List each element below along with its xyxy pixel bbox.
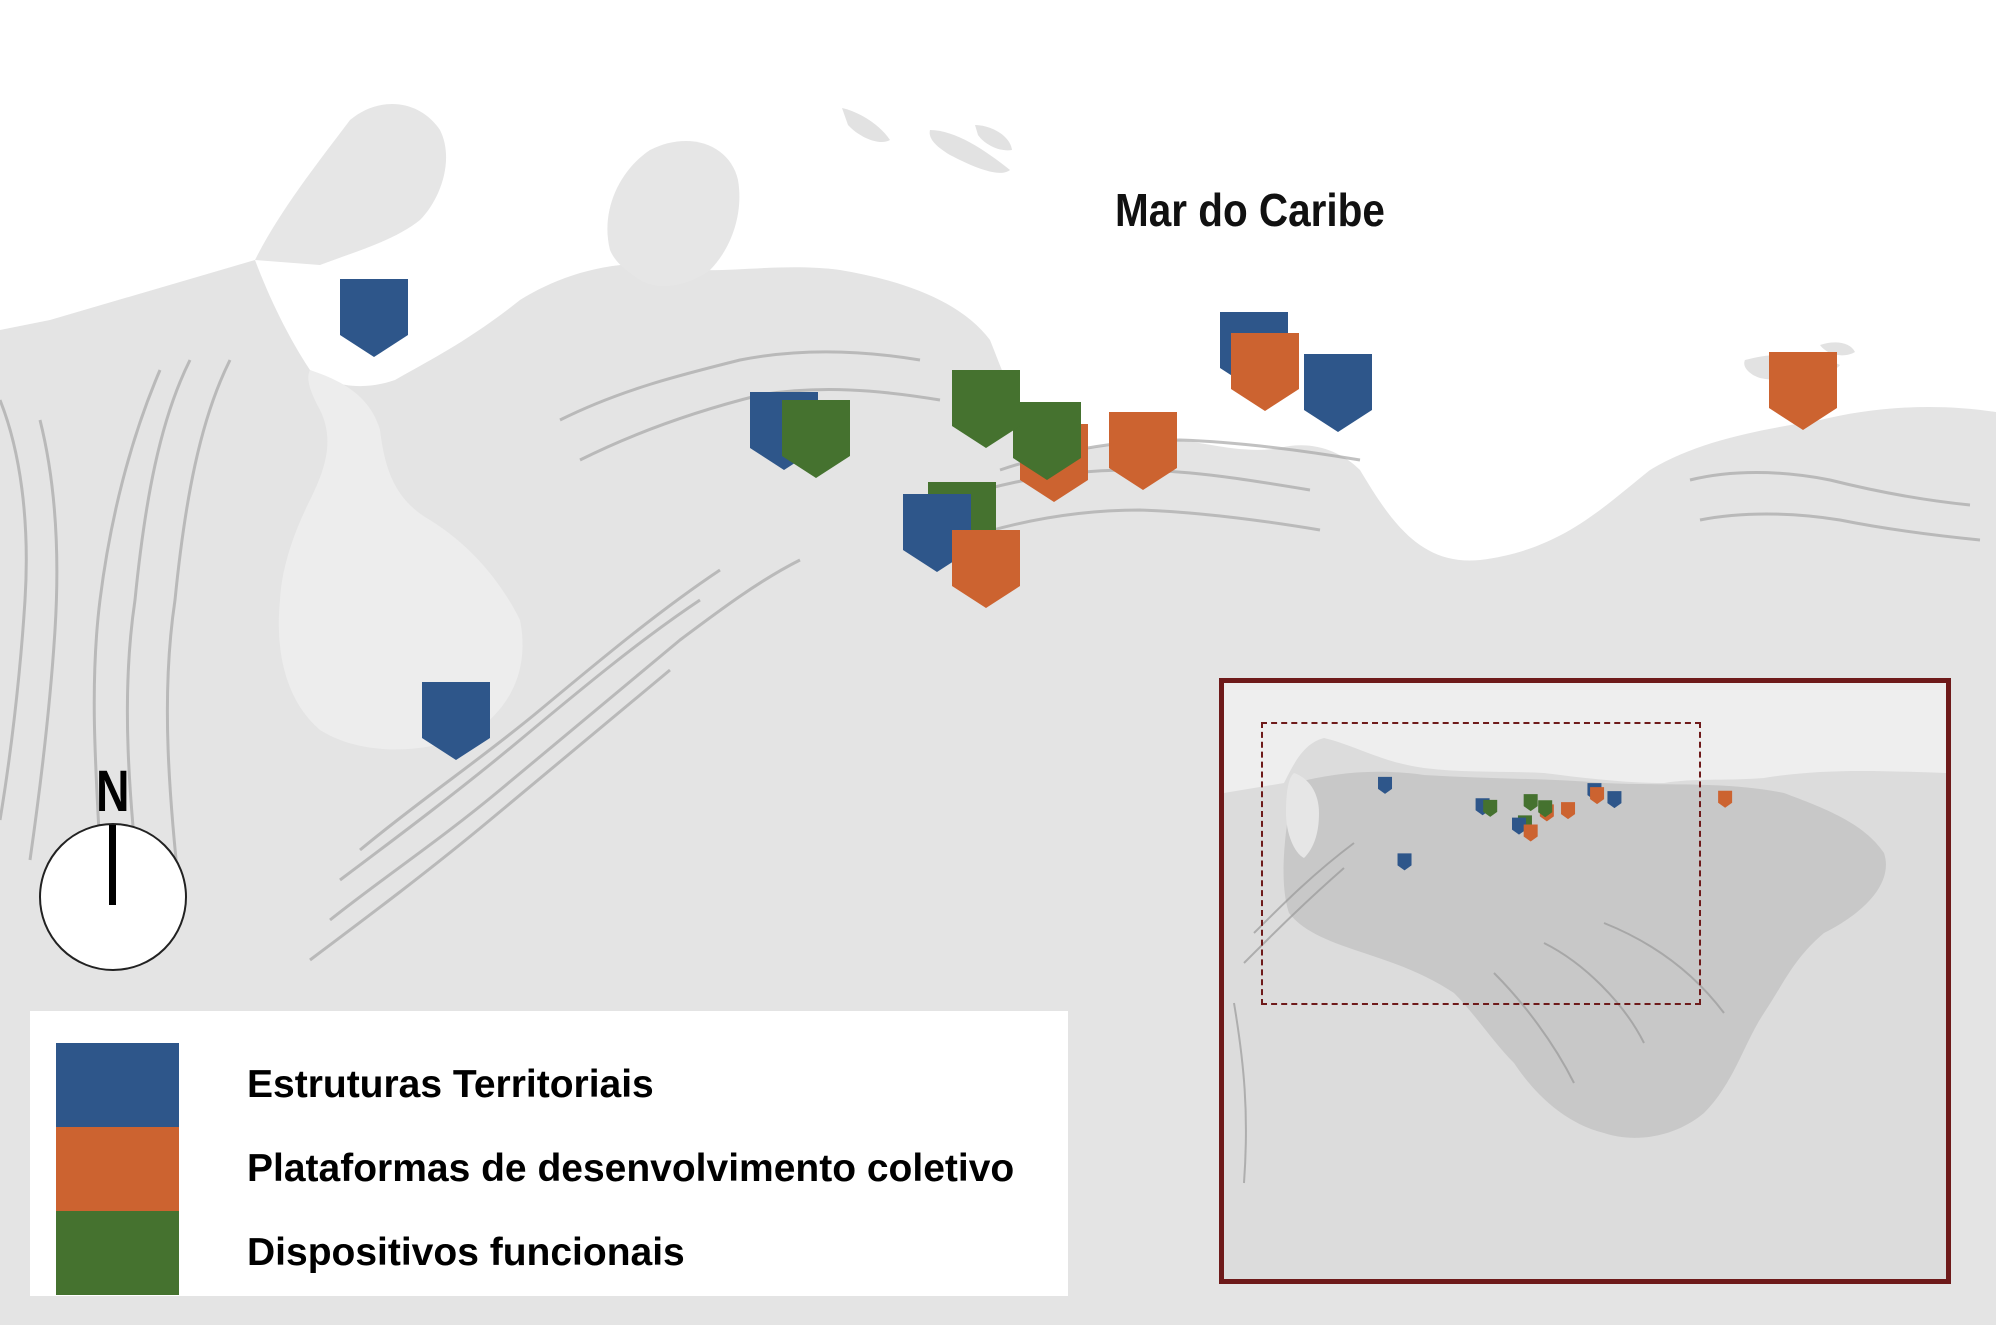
- inset-marker-estruturas: [1607, 791, 1622, 809]
- marker-plataformas: [1769, 352, 1837, 430]
- sea-label: Mar do Caribe: [1115, 184, 1385, 236]
- inset-marker-plataformas: [1590, 787, 1605, 805]
- inset-extent-box: [1261, 722, 1701, 1005]
- compass-needle: [109, 825, 116, 905]
- marker-plataformas: [1231, 333, 1299, 411]
- inset-marker-estruturas: [1512, 817, 1527, 835]
- inset-marker-plataformas: [1718, 790, 1733, 808]
- legend-swatch-dispositivos: [56, 1211, 179, 1295]
- inset-marker-estruturas: [1397, 853, 1412, 871]
- marker-plataformas: [952, 530, 1020, 608]
- inset-markers-layer: [1378, 776, 1733, 871]
- inset-sea: [1224, 683, 1946, 793]
- island-aruba: [842, 108, 890, 143]
- inset-marker-dispositivos: [1538, 800, 1553, 818]
- inset-lake: [1286, 773, 1319, 858]
- markers-layer: [340, 279, 1837, 760]
- inset-relief: [1233, 842, 1725, 1184]
- marker-estruturas: [340, 279, 408, 357]
- caribbean-sea: [0, 0, 1996, 561]
- inset-map-svg: [1224, 683, 1946, 1279]
- inset-marker-dispositivos: [1483, 799, 1498, 817]
- island-curacao: [929, 130, 1010, 173]
- legend-item-estruturas: Estruturas Territoriais: [56, 1043, 1056, 1127]
- paraguana-peninsula: [607, 141, 740, 287]
- inset-venezuela: [1283, 771, 1886, 1138]
- inset-marker-plataformas: [1523, 824, 1538, 842]
- marker-dispositivos: [782, 400, 850, 478]
- marker-estruturas: [1304, 354, 1372, 432]
- guajira-peninsula: [255, 103, 447, 266]
- north-label: N: [96, 759, 130, 824]
- legend-swatch-estruturas: [56, 1043, 179, 1127]
- legend-label-plataformas: Plataformas de desenvolvimento coletivo: [247, 1147, 1015, 1190]
- legend-swatch-plataformas: [56, 1127, 179, 1211]
- legend-item-dispositivos: Dispositivos funcionais: [56, 1211, 1056, 1295]
- inset-marker-plataformas: [1561, 802, 1576, 820]
- marker-dispositivos: [952, 370, 1020, 448]
- legend-label-estruturas: Estruturas Territoriais: [247, 1063, 654, 1106]
- island-bonaire: [975, 125, 1012, 151]
- lake-maracaibo: [278, 370, 523, 750]
- legend-item-plataformas: Plataformas de desenvolvimento coletivo: [56, 1127, 1056, 1211]
- marker-estruturas: [422, 682, 490, 760]
- inset-map: [1219, 678, 1951, 1284]
- inset-marker-dispositivos: [1523, 794, 1538, 812]
- legend-label-dispositivos: Dispositivos funcionais: [247, 1231, 685, 1274]
- legend: Estruturas Territoriais Plataformas de d…: [30, 1011, 1068, 1296]
- marker-dispositivos: [1013, 402, 1081, 480]
- north-arrow-icon: [39, 823, 187, 971]
- marker-plataformas: [1109, 412, 1177, 490]
- inset-marker-estruturas: [1378, 776, 1393, 794]
